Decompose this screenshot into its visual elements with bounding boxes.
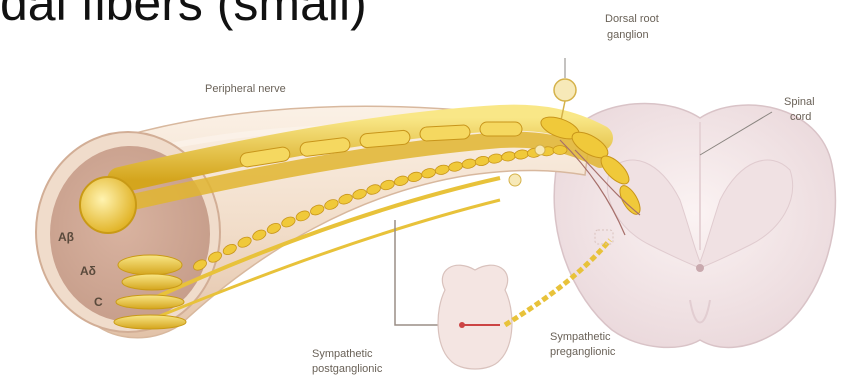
label-sympathetic-pre-line2: preganglionic	[550, 345, 615, 359]
label-fiber-c: C	[94, 295, 103, 309]
label-fiber-a-delta: Aδ	[80, 264, 96, 278]
label-spinal-line2: cord	[790, 110, 811, 124]
label-fiber-a-beta: Aβ	[58, 230, 74, 244]
label-sympathetic-post-line2: postganglionic	[312, 362, 382, 376]
label-spinal-line1: Spinal	[784, 95, 815, 109]
fiber-bead	[553, 146, 567, 155]
label-dorsal-root-line2: ganglion	[607, 28, 649, 42]
label-sympathetic-pre-line1: Sympathetic	[550, 330, 611, 344]
label-peripheral-nerve: Peripheral nerve	[205, 82, 286, 96]
label-sympathetic-post-line1: Sympathetic	[312, 347, 373, 361]
label-dorsal-root-line1: Dorsal root	[605, 12, 659, 26]
